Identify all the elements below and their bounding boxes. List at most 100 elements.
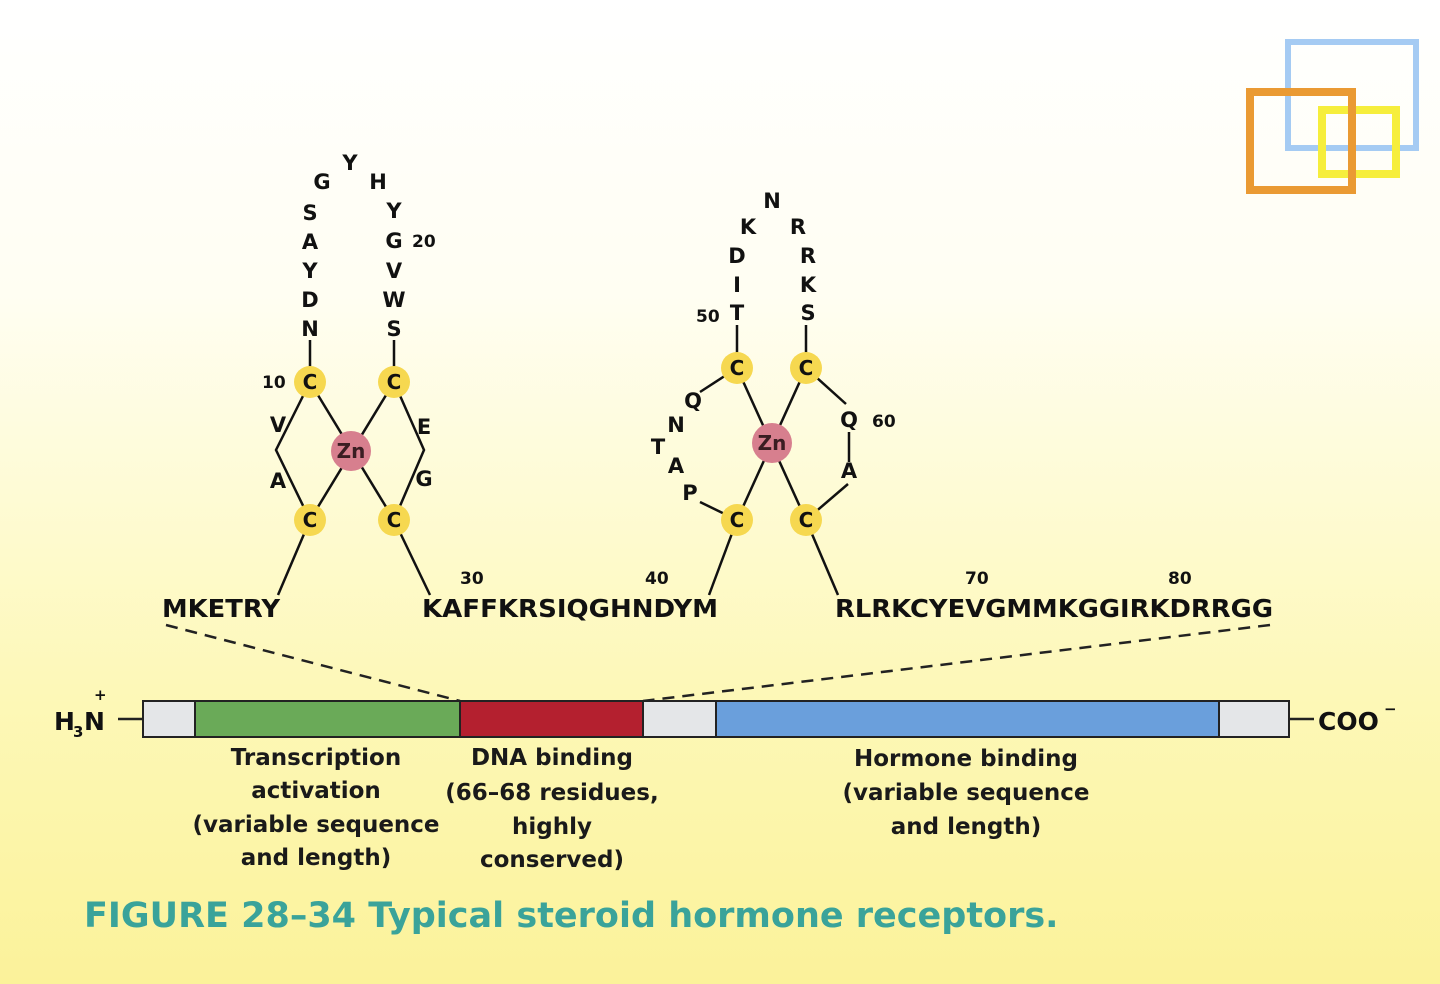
zoom-line-right xyxy=(642,623,1271,703)
label-line: (variable sequence xyxy=(842,780,1089,806)
residue: D xyxy=(728,244,745,268)
transcription-activation-domain xyxy=(194,700,461,738)
cysteine-label: C xyxy=(730,508,745,532)
cysteine-label: C xyxy=(387,370,402,394)
cysteine-node xyxy=(721,504,753,536)
residue-number: 50 xyxy=(696,307,720,327)
residue: S xyxy=(302,201,317,225)
dna-binding-domain xyxy=(459,700,644,738)
cysteine-label: C xyxy=(303,508,318,532)
residue: G xyxy=(415,467,432,491)
cysteine-label: C xyxy=(799,356,814,380)
label-line: Hormone binding xyxy=(854,746,1078,772)
zinc-finger-2: P A T N Q T I D K N R R K S Q A 50 60 C … xyxy=(651,189,896,596)
residue: A xyxy=(302,230,319,254)
cysteine-node xyxy=(378,504,410,536)
zinc-finger-1: A V N D Y A S G Y H Y G V W S E G 10 20 … xyxy=(262,151,436,596)
linker-domain xyxy=(1218,700,1290,738)
residue: Y xyxy=(301,259,318,283)
residue: W xyxy=(382,288,405,312)
sequence-segment-3: RLRKCYEVGMMKGGIRKDRRGG xyxy=(835,594,1273,623)
cysteine-node xyxy=(790,352,822,384)
label-line: conserved) xyxy=(480,847,624,873)
n-terminus-charge: + xyxy=(94,686,107,704)
residue: D xyxy=(301,288,318,312)
cysteine-node xyxy=(721,352,753,384)
residue: R xyxy=(800,244,816,268)
label-line: DNA binding xyxy=(471,745,633,771)
bond xyxy=(274,381,312,521)
residue: G xyxy=(313,170,330,194)
residue: N xyxy=(763,189,781,213)
residue: N xyxy=(667,413,685,437)
residue: A xyxy=(841,459,858,483)
dna-binding-label: DNA binding (66–68 residues, highly cons… xyxy=(445,745,658,873)
residue: P xyxy=(682,481,697,505)
residue-number: 20 xyxy=(412,232,436,252)
zinc-ion xyxy=(331,431,371,471)
residue-number: 30 xyxy=(460,569,484,589)
linker-domain xyxy=(642,700,717,738)
label-line: Transcription xyxy=(231,745,401,771)
residue: H xyxy=(369,170,387,194)
linker-domain xyxy=(142,700,196,738)
c-terminus-charge: − xyxy=(1384,700,1397,718)
label-line: (variable sequence xyxy=(192,812,439,838)
hormone-binding-domain xyxy=(715,700,1220,738)
residue: S xyxy=(800,301,815,325)
cysteine-node xyxy=(294,504,326,536)
n-terminus-n: N xyxy=(84,707,105,736)
domain-bar: H 3 N + COO − xyxy=(54,686,1397,741)
residue-number: 80 xyxy=(1168,569,1192,589)
cysteine-label: C xyxy=(799,508,814,532)
zoom-line-left xyxy=(165,623,461,703)
residue: T xyxy=(651,435,666,459)
residue: Y xyxy=(341,151,358,175)
residue-number: 40 xyxy=(645,569,669,589)
c-terminus: COO xyxy=(1318,707,1379,736)
label-line: (66–68 residues, xyxy=(445,780,658,806)
logo-orange-square xyxy=(1246,88,1356,194)
overlapping-squares-logo xyxy=(1246,39,1419,194)
cysteine-label: C xyxy=(387,508,402,532)
residue: Y xyxy=(385,199,402,223)
residue: G xyxy=(385,229,402,253)
n-terminus-h: H xyxy=(54,707,75,736)
residue-number: 10 xyxy=(262,373,286,393)
cysteine-node xyxy=(378,366,410,398)
cysteine-label: C xyxy=(730,356,745,380)
residue: V xyxy=(386,259,403,283)
cysteine-node xyxy=(790,504,822,536)
residue: T xyxy=(730,301,745,325)
logo-yellow-square xyxy=(1318,106,1400,178)
residue: A xyxy=(668,454,685,478)
n-terminus-subscript: 3 xyxy=(73,723,83,741)
residue-number: 60 xyxy=(872,412,896,432)
linear-sequence: MKETRY KAFFKRSIQGHNDYM RLRKCYEVGMMKGGIRK… xyxy=(162,569,1273,623)
bond xyxy=(392,381,426,521)
cysteine-label: C xyxy=(303,370,318,394)
residue: Q xyxy=(684,389,702,413)
residue-number: 70 xyxy=(965,569,989,589)
residue: Q xyxy=(840,408,858,432)
sequence-segment-2: KAFFKRSIQGHNDYM xyxy=(422,594,718,623)
residue: V xyxy=(270,413,287,437)
zinc-label: Zn xyxy=(337,439,366,463)
residue: K xyxy=(800,273,817,297)
label-line: highly xyxy=(512,814,592,840)
transcription-label: Transcription activation (variable seque… xyxy=(192,745,439,871)
residue: I xyxy=(733,273,741,297)
residue: R xyxy=(790,215,806,239)
label-line: activation xyxy=(251,778,381,804)
residue: E xyxy=(417,415,431,439)
zinc-ion xyxy=(752,423,792,463)
label-line: and length) xyxy=(891,814,1042,840)
sequence-segment-1: MKETRY xyxy=(162,594,281,623)
residue: A xyxy=(270,469,287,493)
residue: K xyxy=(740,215,757,239)
cysteine-node xyxy=(294,366,326,398)
label-line: and length) xyxy=(241,845,392,871)
figure-caption: FIGURE 28–34 Typical steroid hormone rec… xyxy=(84,896,1059,936)
hormone-binding-label: Hormone binding (variable sequence and l… xyxy=(842,746,1089,840)
